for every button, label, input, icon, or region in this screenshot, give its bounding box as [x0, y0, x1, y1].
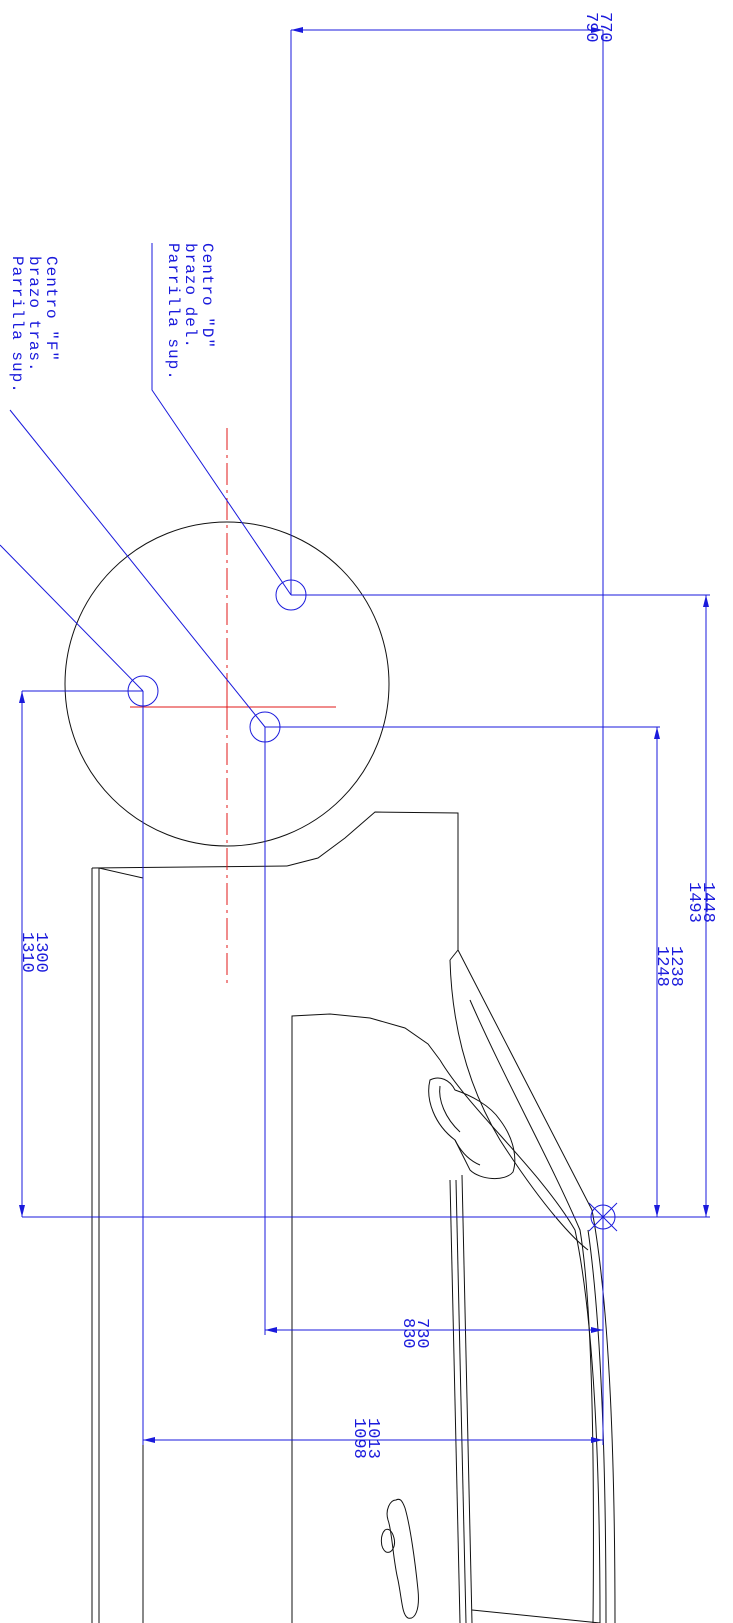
fender-profile — [286, 811, 459, 950]
dim-d-height-b: 1493 — [684, 882, 703, 923]
leader-center-f — [9, 409, 266, 728]
center-f-note-line-3: Parrilla sup. — [8, 256, 26, 394]
vehicle-outline — [64, 521, 616, 1623]
center-d-note-line-2: brazo del. — [181, 243, 199, 349]
leader-center-f-outer — [0, 544, 144, 692]
wheel-centerlines — [130, 428, 336, 985]
door-curve — [439, 1059, 601, 1623]
center-d-note: Centro "D" brazo del. Parrilla sup. — [164, 243, 216, 381]
side-mirror — [428, 1077, 516, 1179]
dim-f-horizontal-b: 1098 — [349, 1418, 368, 1459]
leader-center-d — [151, 243, 292, 596]
dimension-labels: 770 790 1448 1493 1238 1248 1300 1310 73… — [17, 12, 717, 1459]
frame-rail-slanted — [98, 867, 144, 879]
a-pillar-curve — [449, 959, 589, 1251]
dim-top-a: 770 — [595, 12, 614, 43]
frame-top-edge — [91, 865, 288, 869]
center-d-note-line-3: Parrilla sup. — [164, 243, 182, 381]
center-f-note: Centro "F" brazo tras. Parrilla sup. — [8, 256, 60, 394]
center-d-note-line-1: Centro "D" — [198, 243, 216, 349]
dim-d-height-a: 1448 — [698, 882, 717, 923]
dim-f-height-a: 1300 — [31, 932, 50, 973]
dim-f-height-b: 1310 — [17, 932, 36, 973]
dim-e-height-b: 1248 — [652, 946, 671, 987]
a-pillar-outer — [457, 949, 593, 1211]
door-trim — [449, 1174, 473, 1623]
sill-line — [471, 1609, 601, 1623]
dim-e-height-a: 1238 — [666, 946, 685, 987]
dim-e-horizontal-b: 830 — [398, 1318, 417, 1349]
dim-top-b: 790 — [581, 12, 600, 43]
body-curve-outer — [591, 1209, 616, 1623]
body-curve-mid — [587, 1229, 607, 1623]
dimension-lines — [0, 27, 710, 1445]
center-f-note-line-1: Centro "F" — [42, 256, 60, 362]
dim-e-horizontal-a: 730 — [412, 1318, 431, 1349]
door-handle — [380, 1498, 419, 1619]
door-panel — [291, 1013, 441, 1623]
center-f-note-line-2: brazo tras. — [25, 256, 43, 373]
dim-f-horizontal-a: 1013 — [363, 1418, 382, 1459]
a-pillar-inner — [449, 949, 459, 961]
window-curve — [469, 999, 594, 1623]
wheel-circle — [64, 521, 390, 847]
